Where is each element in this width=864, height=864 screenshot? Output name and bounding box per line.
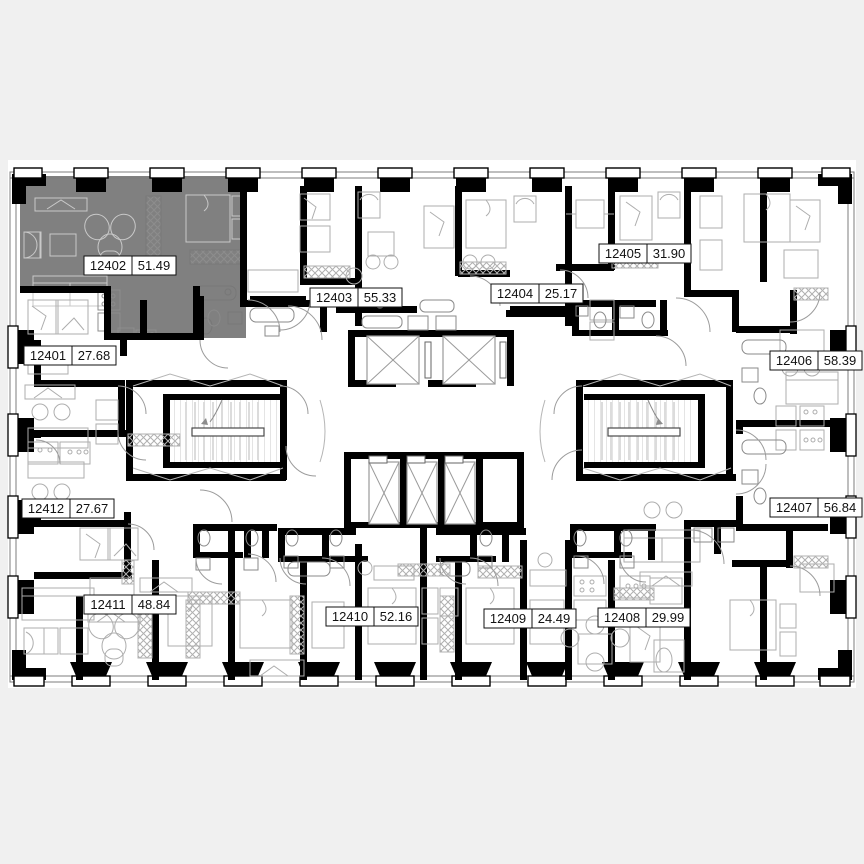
unit-label-12404[interactable]: 12404 25.17 — [490, 283, 584, 304]
unit-area: 24.49 — [538, 611, 571, 626]
unit-area: 31.90 — [653, 246, 686, 261]
corner-columns — [12, 174, 852, 680]
unit-label-group: 12401 27.68 12402 51.49 12403 55.33 12404 25.17… — [21, 243, 863, 629]
unit-label-box — [769, 497, 863, 518]
unit-number: 12401 — [30, 348, 66, 363]
unit-number: 12406 — [776, 353, 812, 368]
unit-number: 12409 — [490, 611, 526, 626]
unit-number: 12411 — [90, 597, 125, 612]
unit-label-box — [23, 345, 117, 366]
unit-label-12410[interactable]: 12410 52.16 — [325, 606, 419, 627]
stair-east — [586, 399, 693, 462]
unit-label-12406[interactable]: 12406 58.39 — [769, 350, 863, 371]
unit-label-12402[interactable]: 12402 51.49 — [83, 255, 177, 276]
unit-area: 51.49 — [138, 258, 171, 273]
unit-area: 52.16 — [380, 609, 413, 624]
lobby-outline — [132, 373, 732, 481]
elevator-group-upper — [366, 335, 507, 385]
wardrobe-12402 — [145, 195, 247, 265]
unit-number: 12403 — [316, 290, 352, 305]
unit-number: 12402 — [90, 258, 126, 273]
unit-area: 27.67 — [76, 501, 109, 516]
unit-label-12409[interactable]: 12409 24.49 — [483, 608, 577, 629]
unit-label-12407[interactable]: 12407 56.84 — [769, 497, 863, 518]
door-swings — [35, 269, 821, 597]
unit-label-12408[interactable]: 12408 29.99 — [597, 607, 691, 628]
unit-number: 12410 — [332, 609, 368, 624]
stair-west — [170, 399, 277, 462]
unit-label-12411[interactable]: 12411 48.84 — [83, 594, 177, 615]
unit-label-box — [490, 283, 584, 304]
unit-label-box — [597, 607, 691, 628]
unit-number: 12407 — [776, 500, 812, 515]
fixtures — [195, 291, 787, 577]
unit-label-box — [325, 606, 419, 627]
unit-area: 58.39 — [824, 353, 857, 368]
unit-label-12401[interactable]: 12401 27.68 — [23, 345, 117, 366]
unit-area: 55.33 — [364, 290, 397, 305]
facade-columns-top — [13, 167, 851, 192]
elevator-group-lower — [368, 455, 476, 525]
unit-label-12412[interactable]: 12412 27.67 — [21, 498, 115, 519]
unit-area: 56.84 — [824, 500, 857, 515]
unit-label-box — [769, 350, 863, 371]
unit-number: 12408 — [604, 610, 640, 625]
unit-label-box — [83, 255, 177, 276]
unit-number: 12412 — [28, 501, 64, 516]
unit-area: 25.17 — [545, 286, 578, 301]
unit-label-12403[interactable]: 12403 55.33 — [309, 287, 403, 308]
unit-number: 12404 — [497, 286, 533, 301]
unit-area: 48.84 — [138, 597, 171, 612]
unit-label-box — [83, 594, 177, 615]
unit-number: 12405 — [605, 246, 641, 261]
unit-label-box — [483, 608, 577, 629]
unit-label-12405[interactable]: 12405 31.90 — [598, 243, 692, 264]
unit-label-box — [598, 243, 692, 264]
unit-area: 27.68 — [78, 348, 111, 363]
unit-label-box — [309, 287, 403, 308]
unit-area: 29.99 — [652, 610, 685, 625]
unit-label-box — [21, 498, 115, 519]
